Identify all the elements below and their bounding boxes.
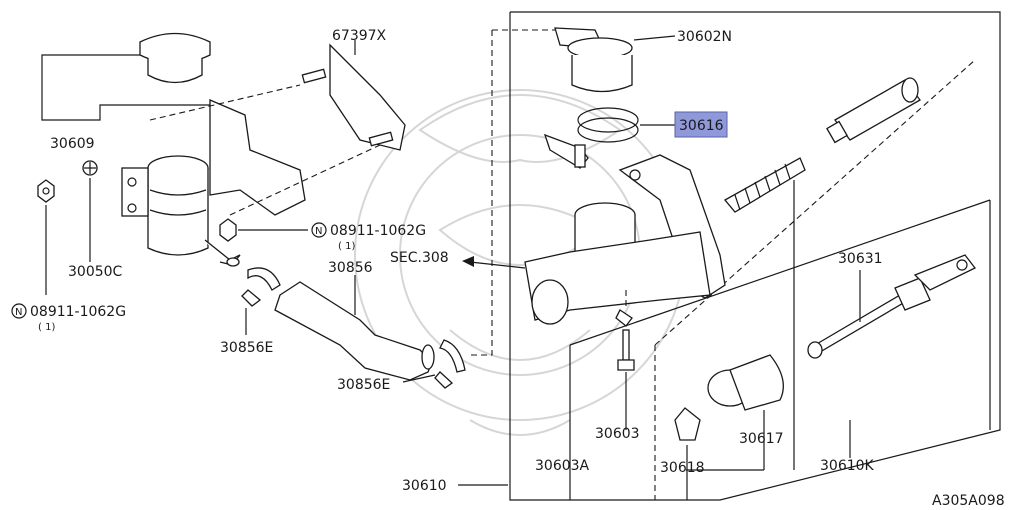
label-30050c: 30050C [68, 264, 123, 280]
label-30616: 30616 [679, 118, 724, 134]
reservoir-cap [41, 32, 211, 121]
diagram-id: A305A098 [932, 493, 1005, 509]
return-spring [723, 157, 806, 470]
label-bolt-b-code: 08911-1062G [30, 304, 126, 320]
boot-30617 [707, 354, 784, 470]
push-rod-30631 [807, 254, 977, 359]
master-cylinder-body [524, 154, 726, 325]
label-bolt-a-code: 08911-1062G [330, 223, 426, 239]
label-30610k: 30610K [820, 458, 875, 474]
plug-30618 [674, 407, 701, 500]
label-67397x: 67397X [332, 28, 387, 44]
nut-symbol-b-letter: N [15, 307, 22, 318]
nut-symbol-a-letter: N [315, 226, 322, 237]
leader-lines [458, 420, 851, 486]
bleeder-screw [615, 290, 635, 430]
label-30856: 30856 [328, 260, 373, 276]
label-30618: 30618 [660, 460, 705, 476]
label-30610: 30610 [402, 478, 447, 494]
label-30609: 30609 [50, 136, 95, 152]
label-bolt-b-qty: ( 1) [38, 322, 55, 333]
nut-symbol-b [11, 303, 27, 319]
label-30631: 30631 [838, 251, 883, 267]
label-30856e-left: 30856E [220, 340, 273, 356]
hardware-nut-washer [37, 160, 308, 295]
reservoir-tank [121, 155, 241, 267]
section-arrow [462, 256, 526, 269]
hose-30856 [241, 267, 466, 389]
label-30856e-right: 30856E [337, 377, 390, 393]
label-30617: 30617 [739, 431, 784, 447]
label-bolt-a-qty: ( 1) [338, 241, 355, 252]
bracket-67397x [149, 40, 406, 216]
assembly-frame [470, 11, 1001, 501]
piston-assembly [826, 77, 921, 144]
snap-ring-30616 [543, 107, 675, 169]
label-30603: 30603 [595, 426, 640, 442]
cap-30602n [554, 27, 676, 93]
nut-symbol-a [311, 222, 327, 238]
label-30603a: 30603A [535, 458, 590, 474]
label-30602n: 30602N [677, 29, 732, 45]
label-section-ref: SEC.308 [390, 250, 449, 266]
highlight-30616 [674, 111, 728, 138]
